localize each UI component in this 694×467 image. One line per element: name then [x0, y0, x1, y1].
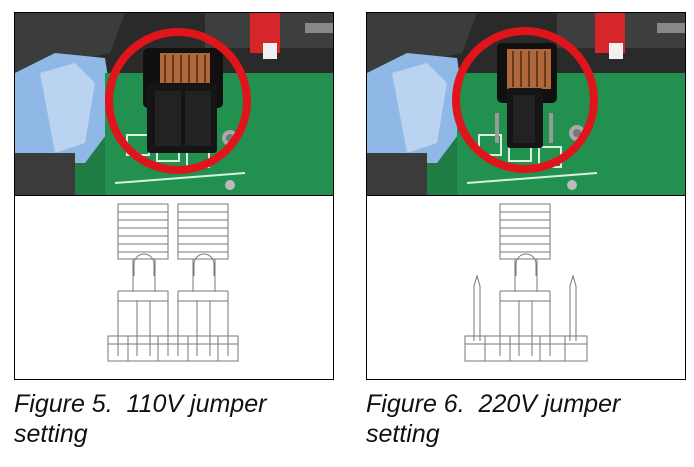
- caption-line-1: Figure 5. 110V jumper: [14, 390, 267, 418]
- figure-5-caption: Figure 5. 110V jumper setting: [14, 389, 266, 449]
- figure-5: Figure 5. 110V jumper setting: [14, 12, 334, 448]
- figure-6: Figure 6. 220V jumper setting: [366, 12, 686, 448]
- figure-6-frame: [366, 12, 686, 380]
- highlight-circle: [452, 27, 598, 173]
- caption-line-1: Figure 6. 220V jumper: [366, 390, 621, 418]
- divider: [15, 195, 333, 196]
- highlight-circle: [105, 28, 251, 174]
- jumper-photo-110v: [15, 13, 333, 195]
- caption-line-2: setting: [14, 420, 88, 448]
- figure-5-frame: [14, 12, 334, 380]
- jumper-drawing-220v: [367, 196, 685, 379]
- figure-6-caption: Figure 6. 220V jumper setting: [366, 389, 620, 449]
- jumper-drawing-110v: [15, 196, 333, 379]
- caption-line-2: setting: [366, 420, 440, 448]
- jumper-photo-220v: [367, 13, 685, 195]
- divider: [367, 195, 685, 196]
